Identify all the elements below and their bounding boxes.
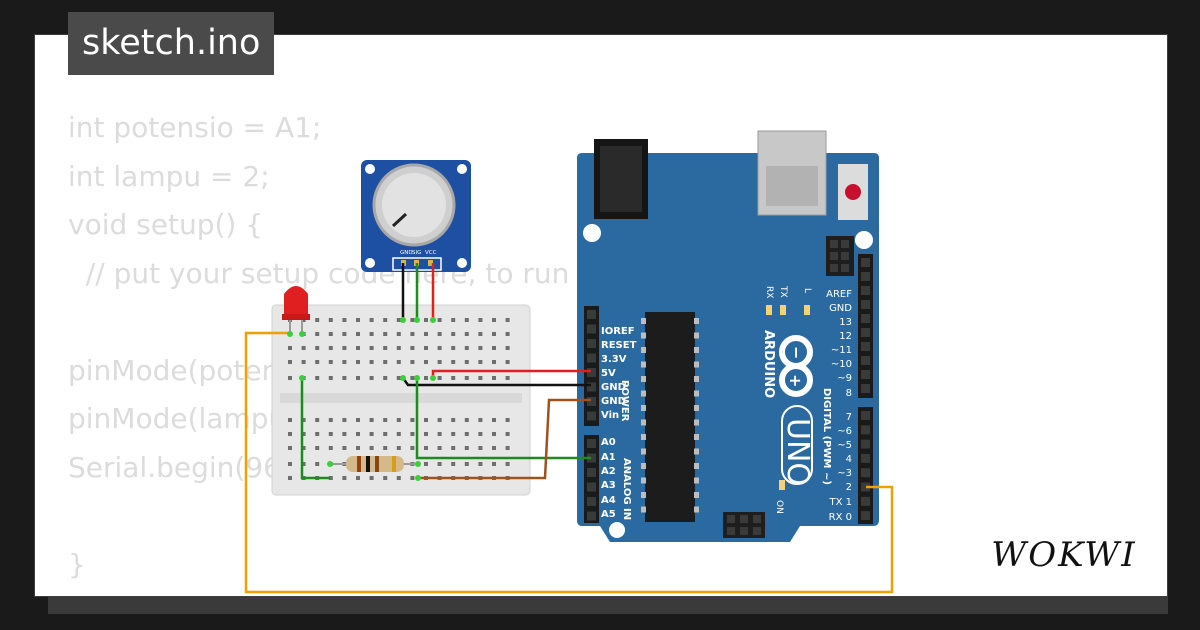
pot-pin-label: VCC: [425, 250, 437, 256]
wire-gnd-2: [418, 398, 591, 480]
code-line: int lampu = 2;: [68, 159, 270, 193]
arduino-infinity-logo: [779, 335, 813, 397]
mount-hole: [855, 231, 873, 249]
code-line: }: [68, 547, 86, 581]
red-led: [282, 286, 310, 337]
arduino-uno-board: − +: [577, 130, 879, 542]
wire-a1: [415, 378, 591, 460]
uno-badge: [781, 405, 813, 485]
resistor: [327, 456, 421, 472]
wire-led-ground: [300, 378, 330, 480]
status-leds: [766, 305, 810, 490]
wokwi-wordmark: WOKWI: [991, 535, 1136, 575]
wire-led-pin2: [244, 331, 894, 594]
connection-markers: [299, 317, 436, 481]
knob-indicator: [391, 212, 408, 228]
pot-pin-label: GND: [400, 250, 413, 256]
mount-hole: [609, 522, 625, 538]
atmega-chip: [645, 312, 695, 522]
pot-pin-label: SIG: [412, 250, 421, 256]
svg-text:−: −: [787, 346, 806, 359]
digital-header-bottom: [858, 407, 873, 524]
wokwi-logo: WOKWI: [991, 535, 1136, 575]
file-title: sketch.ino: [68, 12, 275, 75]
mount-hole: [583, 224, 601, 242]
svg-text:+: +: [786, 374, 805, 387]
code-line: void setup() {: [68, 208, 264, 241]
analog-header: [584, 435, 599, 523]
code-line: int potensio = A1;: [68, 111, 322, 144]
breadboard: [271, 304, 531, 496]
potentiometer-module: GND SIG VCC: [361, 160, 471, 272]
power-header: [584, 306, 599, 426]
